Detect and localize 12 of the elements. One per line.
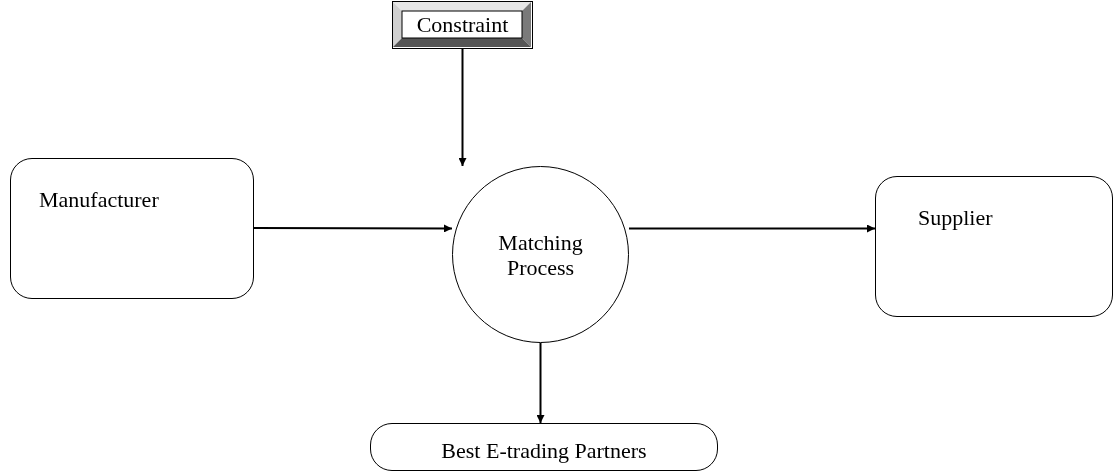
process-box xyxy=(10,158,254,299)
arrow xyxy=(253,224,453,233)
node-label: Manufacturer xyxy=(39,187,159,213)
node-label: Constraint xyxy=(415,12,510,38)
arrow xyxy=(458,48,467,167)
result-box xyxy=(370,423,718,471)
node-label: Supplier xyxy=(918,205,993,231)
arrow xyxy=(536,342,545,424)
arrow xyxy=(628,224,876,233)
process-box xyxy=(875,176,1113,317)
node-label: Best E-trading Partners xyxy=(440,438,648,464)
node-label: Matching Process xyxy=(497,229,584,280)
